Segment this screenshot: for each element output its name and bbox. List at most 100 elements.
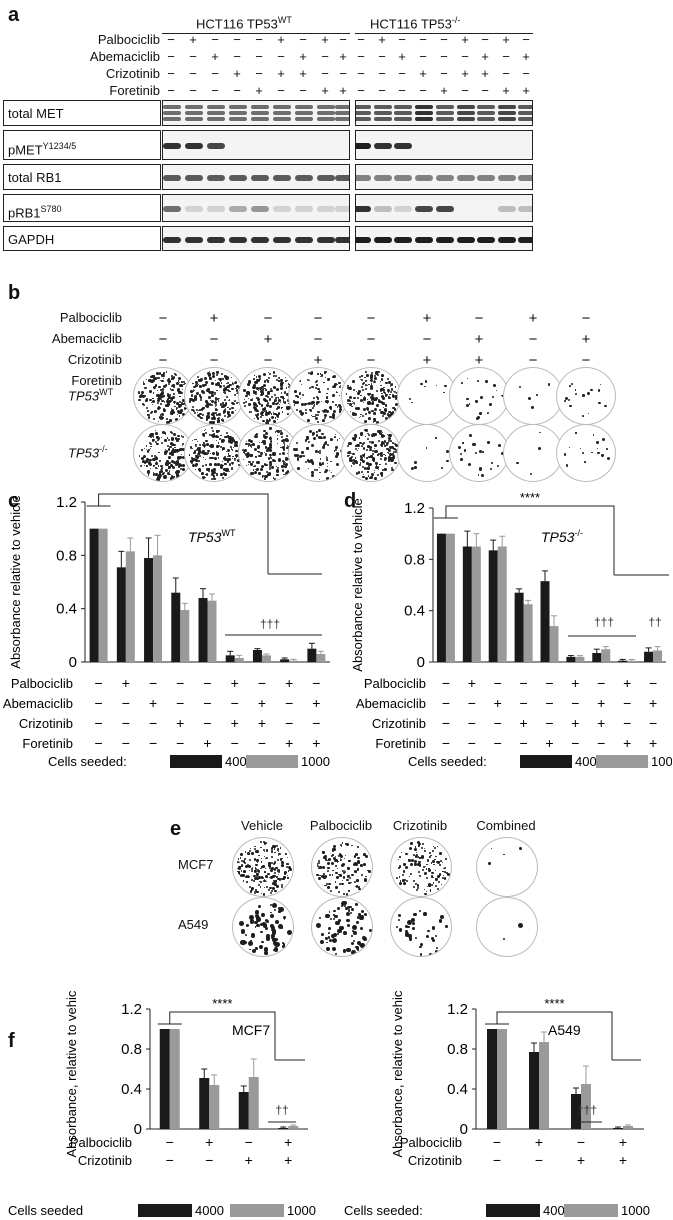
colony-dot <box>358 463 361 466</box>
colony-dot <box>272 412 275 415</box>
blot-band <box>295 111 313 115</box>
treatment-sign: + <box>299 49 307 64</box>
colony-dot <box>365 384 367 387</box>
legend-label: 4000 <box>195 1203 224 1218</box>
treatment-sign: − <box>189 49 197 64</box>
colony-dot <box>167 467 169 469</box>
treatment-sign: − <box>520 735 528 751</box>
blot-band <box>457 111 475 115</box>
colony-dot <box>349 457 353 461</box>
colony-dot <box>431 936 435 941</box>
colony-dot <box>364 854 368 858</box>
colony-dot <box>173 475 175 478</box>
blot-band <box>185 105 203 109</box>
colony-dot <box>275 429 279 433</box>
colony-dot <box>193 397 197 401</box>
bar <box>278 1128 289 1129</box>
sig-label-sub: †† <box>275 1103 288 1117</box>
colony-dot <box>586 391 590 395</box>
colony-dish <box>311 897 373 957</box>
colony-dot <box>222 450 224 452</box>
colony-dot <box>272 402 275 405</box>
colony-dot <box>230 441 234 445</box>
colony-dot <box>240 940 245 945</box>
colony-dot <box>222 465 224 467</box>
colony-dot <box>376 373 379 376</box>
legend-swatch <box>564 1204 618 1217</box>
colony-dot <box>390 440 392 443</box>
colony-dot <box>326 869 330 873</box>
colony-dot <box>209 377 212 380</box>
drug-label: Crizotinib <box>372 716 426 731</box>
colony-dot <box>368 463 370 466</box>
colony-dot <box>256 877 260 881</box>
colony-dot <box>375 389 378 392</box>
colony-dot <box>376 420 379 424</box>
colony-dot <box>207 449 210 453</box>
colony-dot <box>269 467 272 470</box>
colony-dot <box>153 378 155 380</box>
colony-dot <box>276 378 279 381</box>
colony-dot <box>194 463 198 467</box>
colony-dot <box>181 442 185 446</box>
colony-dot <box>228 440 231 443</box>
colony-dot <box>342 931 347 936</box>
colony-dot <box>370 395 374 399</box>
colony-dot <box>264 410 266 413</box>
colony-dot <box>242 449 245 452</box>
colony-dot <box>373 434 376 436</box>
bar <box>280 659 290 662</box>
colony-dot <box>264 452 267 455</box>
colony-dot <box>339 384 342 387</box>
colony-dot <box>408 859 411 862</box>
colony-dot <box>177 437 180 441</box>
colony-dot <box>200 378 203 381</box>
drug-label: Palbociclib <box>11 676 73 691</box>
colony-dot <box>247 875 251 879</box>
colony-dot <box>169 420 172 423</box>
colony-dot <box>359 432 363 436</box>
colony-dot <box>299 410 303 414</box>
colony-dot <box>214 405 217 407</box>
treatment-sign: + <box>474 352 484 369</box>
colony-dot <box>444 384 447 388</box>
colony-dot <box>317 421 320 424</box>
colony-dot <box>171 453 174 456</box>
colony-dot <box>280 858 283 861</box>
colony-dot <box>330 471 332 473</box>
blot-band <box>356 117 371 121</box>
colony-dot <box>170 431 172 434</box>
colony-dot <box>333 909 336 913</box>
colony-dot <box>249 919 255 924</box>
colony-dot <box>175 406 179 410</box>
blot-band <box>498 206 516 212</box>
colony-dot <box>362 441 365 444</box>
treatment-sign: + <box>494 695 502 711</box>
colony-dot <box>273 844 277 848</box>
colony-dot <box>299 380 302 382</box>
colony-dot <box>314 403 316 406</box>
colony-dot <box>231 377 233 379</box>
colony-dot <box>329 917 333 921</box>
colony-dot <box>361 442 364 445</box>
colony-dot <box>332 393 336 397</box>
colony-dot <box>271 844 275 848</box>
treatment-sign: − <box>149 735 157 751</box>
colony-dot <box>257 375 262 379</box>
colony-dot <box>233 444 237 447</box>
colony-dot <box>165 371 167 373</box>
colony-dot <box>311 414 313 416</box>
colony-dot <box>352 939 355 942</box>
colony-dot <box>254 867 257 869</box>
colony-dot <box>260 861 263 863</box>
colony-dot <box>419 952 423 956</box>
colony-dot <box>481 474 485 478</box>
colony-dot <box>380 395 384 399</box>
colony-dot <box>287 877 289 879</box>
colony-dot <box>316 863 318 865</box>
bar <box>436 533 446 662</box>
colony-dot <box>394 461 397 465</box>
blot-band <box>477 236 495 243</box>
treatment-sign: − <box>231 735 239 751</box>
